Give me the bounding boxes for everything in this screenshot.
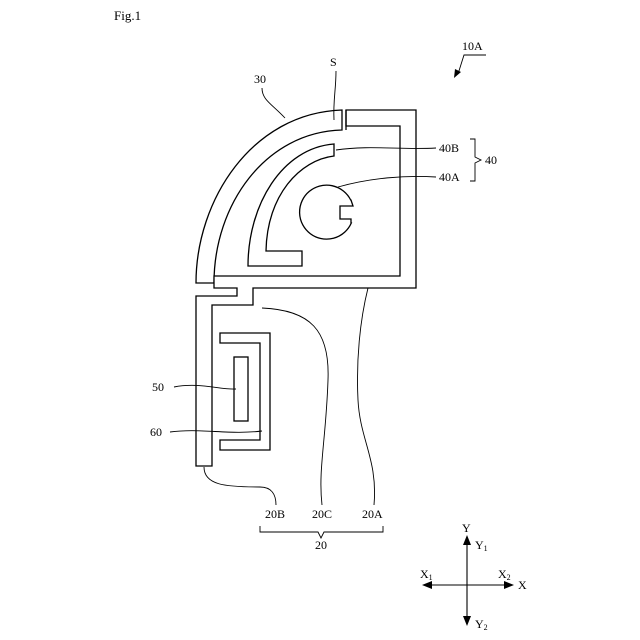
element-50: [234, 357, 248, 421]
axis-x2-letter: X: [498, 567, 507, 581]
axis-y1-subscript: 1: [484, 544, 488, 553]
label-40a: 40A: [439, 170, 460, 184]
leader-30: [262, 88, 285, 118]
label-50: 50: [152, 380, 164, 394]
label-20c: 20C: [312, 507, 332, 521]
label-s: S: [330, 55, 337, 69]
leader-40a: [338, 176, 436, 187]
axis-x2-label: X2: [498, 567, 511, 582]
label-20: 20: [315, 538, 327, 552]
reference-arrowhead-10a: [454, 69, 461, 78]
axis-x2-subscript: 2: [507, 573, 511, 582]
element-40a: [300, 185, 353, 239]
axis-y1-label: Y1: [475, 538, 488, 553]
label-40: 40: [485, 153, 497, 167]
axis-y-label: Y: [462, 521, 471, 535]
axis-x1-arrowhead: [422, 581, 432, 589]
brace-20: [260, 526, 383, 538]
axis-y2-letter: Y: [475, 617, 484, 631]
axis-x2-arrowhead: [504, 581, 514, 589]
leader-20a: [357, 288, 374, 505]
axis-x1-letter: X: [420, 567, 429, 581]
axis-x1-label: X1: [420, 567, 433, 582]
axis-x1-subscript: 1: [429, 573, 433, 582]
label-20a: 20A: [362, 507, 383, 521]
leader-20c: [262, 308, 328, 505]
leader-20b: [204, 467, 276, 505]
label-60: 60: [150, 425, 162, 439]
axis-y2-arrowhead: [463, 616, 471, 626]
axis-x-label: X: [518, 578, 527, 592]
label-40b: 40B: [439, 141, 459, 155]
axis-y1-arrowhead: [463, 535, 471, 545]
label-20b: 20B: [265, 507, 285, 521]
axis-y2-label: Y2: [475, 617, 488, 632]
axis-y2-subscript: 2: [484, 623, 488, 632]
leader-60: [170, 431, 262, 433]
axis-y1-letter: Y: [475, 538, 484, 552]
leader-40b: [336, 148, 436, 150]
label-30: 30: [254, 72, 266, 86]
figure-title: Fig.1: [114, 8, 141, 23]
reference-leader-10a: [458, 55, 486, 74]
brace-40: [470, 139, 481, 181]
reference-label-10a: 10A: [462, 39, 483, 53]
